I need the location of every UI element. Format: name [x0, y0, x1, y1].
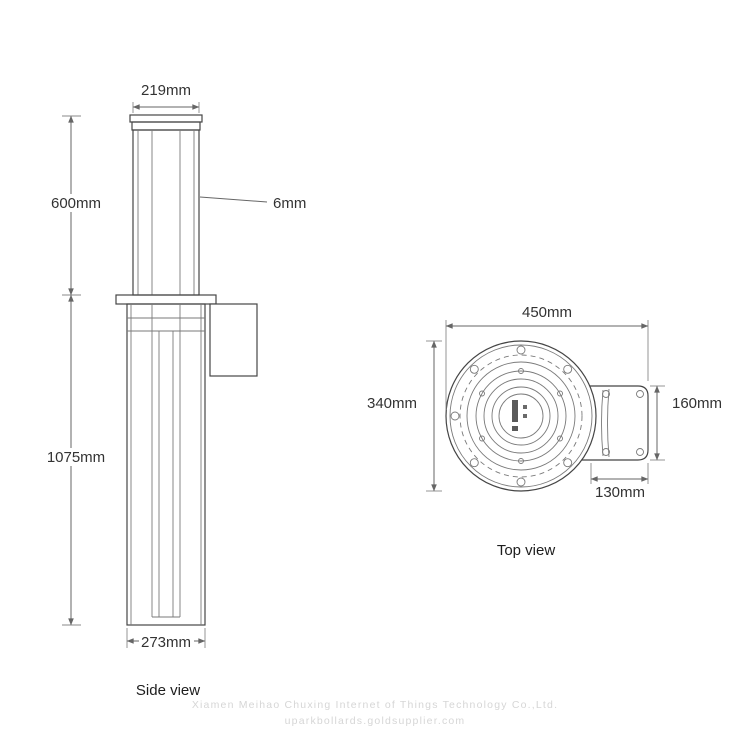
dim-lower-height: 1075mm	[44, 294, 108, 626]
dim-ext-height: 160mm	[650, 385, 722, 461]
bolt	[516, 477, 526, 487]
underground-casing	[126, 303, 206, 626]
control-box	[209, 303, 258, 377]
hole	[479, 390, 485, 397]
logo-dot	[512, 426, 518, 431]
dim-diameter: 340mm	[367, 340, 442, 492]
dim-bottom-width-label: 273mm	[141, 634, 191, 651]
dim-ext-height-label: 160mm	[672, 395, 722, 412]
bolt	[450, 411, 460, 421]
ground-flange	[115, 294, 217, 305]
ring-29	[491, 386, 551, 446]
ring-54	[466, 361, 576, 471]
bolt	[469, 458, 479, 468]
bolt-circle-centerline	[459, 354, 583, 478]
side-view-group: 219mm 600mm 1075mm 6mm 273mm	[44, 82, 306, 699]
label-mask	[44, 448, 108, 466]
top-view-label: Top view	[497, 542, 556, 559]
label-mask	[47, 194, 105, 212]
hole	[518, 458, 524, 464]
hole	[479, 435, 485, 442]
side-view-label: Side view	[136, 682, 200, 699]
watermark: Xiamen Meihao Chuxing Internet of Things…	[192, 699, 558, 727]
bolt	[516, 345, 526, 355]
dim-wall-thickness-label: 6mm	[273, 195, 306, 212]
dim-wall-thickness: 6mm	[199, 195, 306, 212]
outer-bolts	[450, 345, 573, 487]
dim-ext-width-label: 130mm	[595, 484, 645, 501]
ring-37	[483, 378, 559, 454]
dim-top-width: 219mm	[132, 82, 200, 113]
extension-bolt	[636, 448, 644, 456]
extension-bolt	[602, 448, 610, 456]
dim-diameter-label: 340mm	[367, 395, 417, 412]
logo-bar	[512, 400, 518, 422]
dim-upper-height-label: 600mm	[51, 195, 101, 212]
hole	[557, 390, 563, 397]
hole	[518, 368, 524, 374]
dim-total-width: 450mm	[445, 304, 649, 410]
dim-top-width-label: 219mm	[141, 82, 191, 99]
outer-ring	[449, 344, 593, 488]
top-view-group: 450mm 340mm 160mm 130mm Top view	[367, 304, 722, 559]
cap-band	[131, 121, 201, 131]
watermark-line-1: Xiamen Meihao Chuxing Internet of Things…	[192, 699, 558, 711]
outer-circle	[445, 340, 597, 492]
center-logo-mark	[512, 400, 527, 431]
watermark-line-2: uparkbollards.goldsupplier.com	[285, 715, 466, 727]
dim-upper-height: 600mm	[47, 115, 105, 296]
label-mask	[139, 633, 194, 650]
bolt	[469, 364, 479, 374]
mounting-holes	[479, 368, 563, 464]
bolt	[563, 364, 573, 374]
flange-circle	[445, 340, 597, 492]
cap-lip	[129, 114, 203, 123]
dim-ext-width: 130mm	[590, 463, 649, 501]
ring-45	[475, 370, 567, 462]
extension-bolt	[636, 390, 644, 398]
extension-bolt	[602, 390, 610, 398]
hole	[557, 435, 563, 442]
leader-line	[199, 196, 268, 203]
logo-dot	[523, 414, 527, 418]
bollard-cap	[129, 114, 203, 131]
bollard-upper-cylinder	[132, 129, 200, 296]
dim-bottom-width: 273mm	[126, 628, 206, 651]
logo-dot	[523, 405, 527, 409]
upper-cylinder-outline	[132, 129, 200, 296]
casing-outline	[126, 303, 206, 626]
ring-22	[498, 393, 544, 439]
dim-lower-height-label: 1075mm	[47, 449, 105, 466]
dim-total-width-label: 450mm	[522, 304, 572, 321]
bolt	[563, 458, 573, 468]
extension-curve-1	[601, 389, 604, 457]
extension-curve-2	[607, 388, 610, 458]
